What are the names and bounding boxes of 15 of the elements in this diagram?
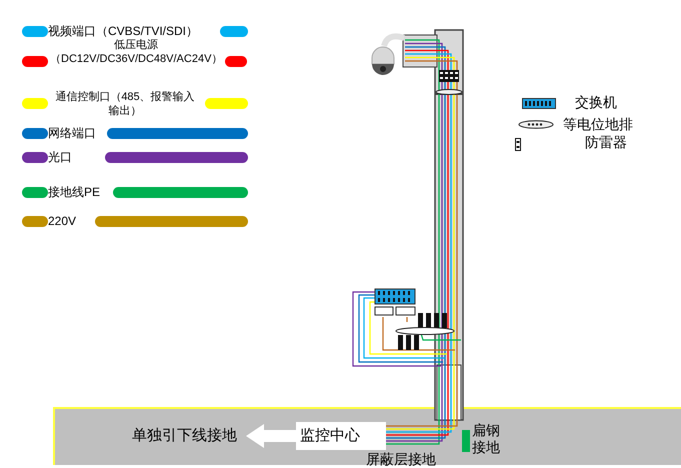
legend-text: 接地线PE <box>48 185 102 201</box>
legend-text: 网络端口 <box>48 126 97 142</box>
legend-text: 通信控制口（485、报警输入输出） <box>54 90 196 119</box>
legend-text: 交换机 <box>575 94 617 112</box>
block-arrow <box>246 424 296 448</box>
legend-text: 220V <box>48 214 78 230</box>
label-text: 屏蔽层接地 <box>366 451 436 468</box>
label-text: 扁钢接地 <box>472 422 501 456</box>
monitoring-center-box: 监控中心 <box>296 422 386 450</box>
legend-text: 视频端口（CVBS/TVI/SDI） <box>48 24 200 39</box>
legend-text: 防雷器 <box>585 134 627 152</box>
legend-text: 低压电源（DC12V/DC36V/DC48V/AC24V） <box>50 38 222 67</box>
node-text: 单独引下线接地 <box>132 426 237 445</box>
legend-text: 光口 <box>48 150 73 166</box>
legend-text: 等电位地排 <box>563 116 633 134</box>
